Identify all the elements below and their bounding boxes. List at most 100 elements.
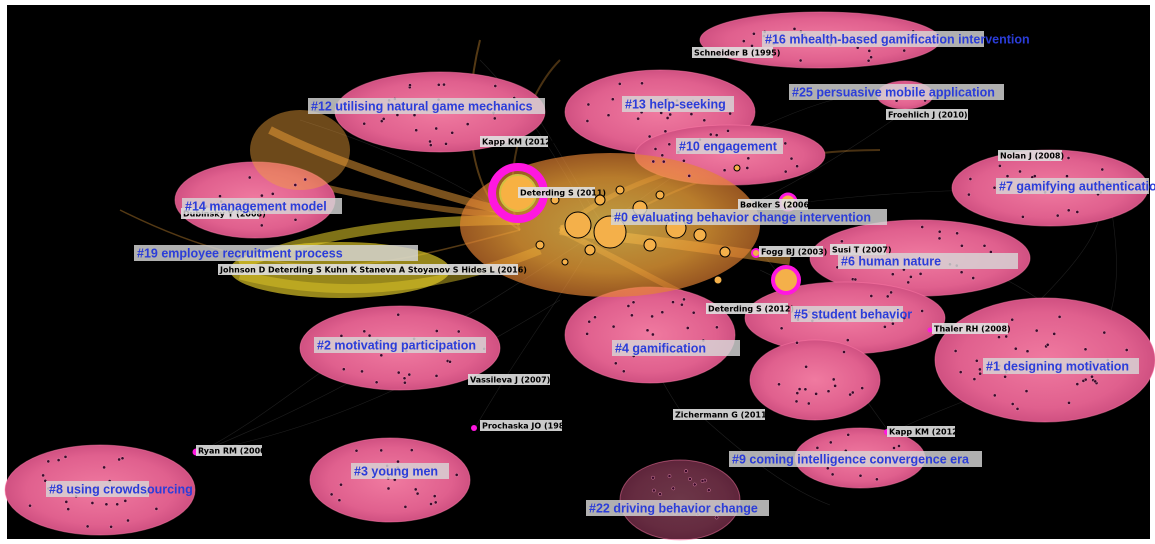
node — [535, 240, 545, 250]
node-dot — [465, 122, 470, 126]
node — [643, 238, 657, 252]
node-dot — [653, 147, 658, 151]
ref-label-fogg: Fogg BJ (2003) — [759, 246, 827, 257]
node-dot — [883, 325, 887, 329]
node-dot — [866, 58, 871, 63]
svg-text:Schneider B (1995): Schneider B (1995) — [694, 49, 780, 58]
node-dot — [702, 118, 707, 123]
node-dot — [585, 119, 590, 123]
ref-label-deterding-2011: Deterding S (2011) — [518, 187, 606, 198]
node-dot — [651, 475, 655, 480]
node-dot — [891, 272, 895, 277]
node-dot — [851, 390, 855, 395]
node-dot — [218, 194, 222, 198]
ref-label-bodker: Bødker S (2006) — [738, 199, 813, 210]
node-dot — [651, 159, 656, 164]
node-dot — [920, 225, 925, 229]
node-dot — [360, 369, 364, 374]
ref-label-froehlich: Froehlich J (2010) — [886, 109, 968, 120]
node-dot — [752, 32, 756, 36]
node-dot — [1066, 208, 1071, 213]
node-dot — [593, 315, 597, 320]
node-dot — [120, 456, 125, 461]
node-dot — [779, 326, 784, 331]
node-dot — [618, 82, 622, 86]
ref-label-prochaska: Prochaska JO (1983) — [480, 420, 574, 431]
node-dot — [804, 364, 808, 369]
cluster-label-12: #12 utilising natural game mechanics — [308, 98, 545, 114]
node-dot — [1052, 332, 1056, 336]
node-dot — [1067, 401, 1071, 405]
node-dot — [846, 432, 851, 437]
svg-text:#2 motivating participation: #2 motivating participation — [317, 339, 476, 353]
cluster-area-5 — [564, 286, 736, 384]
node-dot — [1075, 382, 1080, 386]
svg-text:#6 human nature: #6 human nature — [841, 255, 941, 269]
node-dot — [663, 129, 668, 134]
reference-labels: Schneider B (1995) Froehlich J (2010) Ka… — [181, 47, 1064, 456]
node-dot — [586, 102, 591, 107]
node-dot — [660, 153, 665, 158]
node-dot — [891, 321, 895, 326]
node-dot — [1090, 374, 1094, 379]
cluster-label-5: #4 gamification — [612, 340, 740, 356]
cluster-label-6: #5 student behavior — [791, 306, 912, 322]
node-dot — [432, 494, 437, 498]
ref-label-vassileva: Vassileva J (2007) — [468, 374, 550, 385]
node-dot — [668, 112, 673, 117]
hub-prochaska-1983 — [471, 425, 477, 431]
node-dot — [665, 116, 670, 120]
svg-text:Zichermann G (2011): Zichermann G (2011) — [675, 411, 770, 420]
node-dot — [680, 302, 684, 307]
node-dot — [937, 236, 942, 241]
svg-text:Johnson D Deterding S Kuhn K S: Johnson D Deterding S Kuhn K Staneva A S… — [219, 266, 527, 275]
node-dot — [953, 349, 958, 353]
node-dot — [651, 332, 655, 337]
cluster-label-0: #0 evaluating behavior change interventi… — [611, 209, 887, 225]
node-dot — [688, 477, 692, 481]
node-dot — [109, 525, 113, 529]
node-dot — [403, 380, 407, 385]
node-dot — [492, 116, 497, 121]
node-dot — [1100, 167, 1105, 172]
node-dot — [1083, 377, 1088, 382]
node-dot — [402, 376, 407, 381]
node-dot — [1066, 156, 1071, 160]
node-dot — [444, 142, 448, 146]
svg-text:Deterding S (2012): Deterding S (2012) — [708, 305, 794, 314]
node-dot — [792, 27, 797, 31]
node-dot — [902, 48, 907, 53]
cluster-label-22: #22 driving behavior change — [586, 500, 769, 516]
node-dot — [726, 129, 730, 133]
node-dot — [909, 275, 913, 279]
node-dot — [1045, 342, 1050, 347]
node-dot — [428, 143, 433, 147]
node-dot — [337, 498, 342, 503]
node-dot — [777, 382, 781, 387]
node-dot — [869, 55, 873, 60]
node-dot — [28, 503, 32, 508]
node-dot — [1015, 407, 1020, 411]
node-dot — [650, 314, 654, 319]
node-dot — [830, 472, 835, 477]
cluster-label-4: #8 using crowdsourcing — [46, 481, 193, 497]
node-dot — [709, 132, 713, 137]
node-dot — [117, 457, 121, 462]
node-dot — [126, 518, 130, 523]
svg-text:#5 student behavior: #5 student behavior — [794, 308, 912, 322]
node-dot — [789, 156, 794, 161]
node-dot — [687, 174, 692, 178]
node-dot — [303, 177, 308, 182]
node-dot — [918, 272, 923, 276]
node — [655, 190, 665, 200]
node-dot — [662, 159, 666, 164]
node-dot — [982, 243, 987, 248]
core-citation-nodes — [535, 164, 741, 285]
node-dot — [115, 502, 119, 507]
node-dot — [997, 335, 1001, 339]
node-dot — [867, 49, 872, 53]
node-dot — [658, 492, 662, 496]
node-dot — [631, 300, 636, 305]
svg-text:#14 management model: #14 management model — [185, 200, 327, 214]
node-dot — [329, 492, 334, 497]
